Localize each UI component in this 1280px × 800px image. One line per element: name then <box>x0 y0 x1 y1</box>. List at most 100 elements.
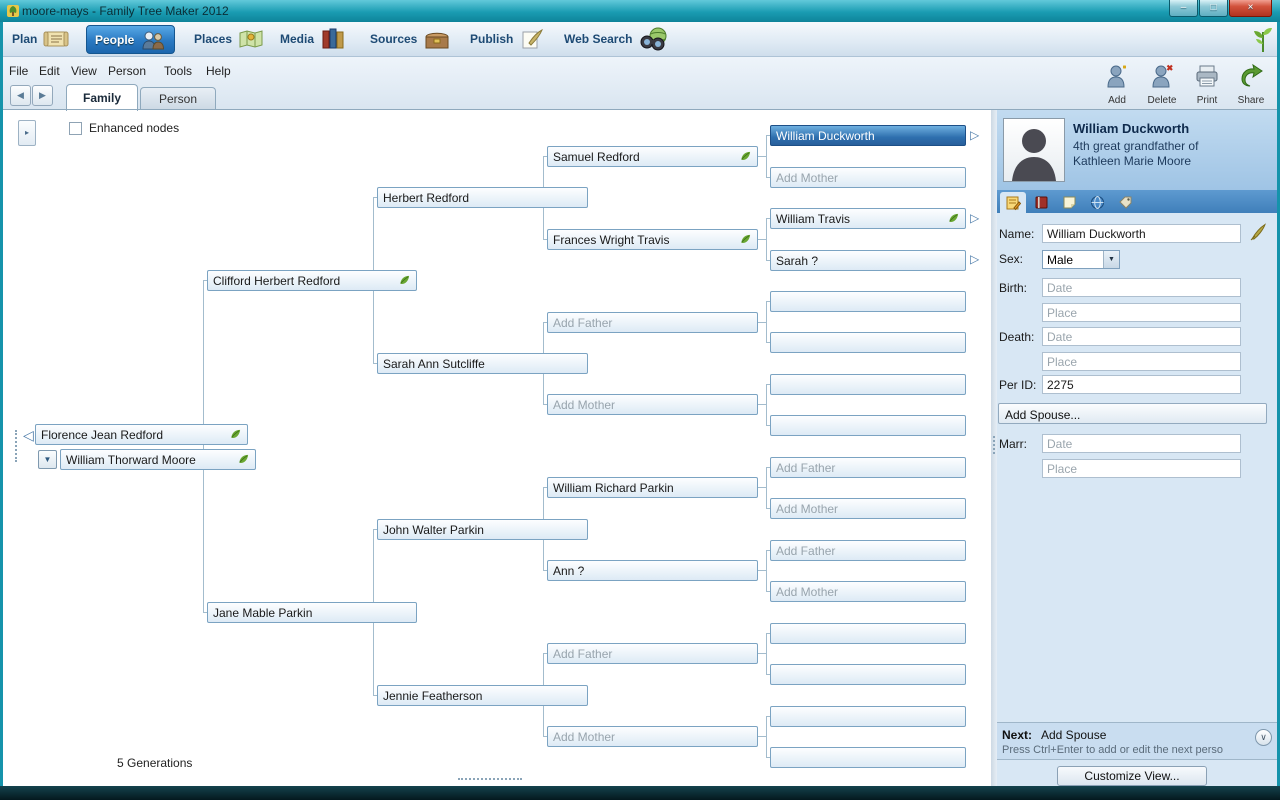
tree-node-add-placeholder[interactable]: Add Mother <box>770 498 966 519</box>
tab-plan[interactable]: Plan <box>8 22 73 56</box>
share-button[interactable]: Share <box>1228 63 1274 107</box>
tree-node[interactable]: John Walter Parkin <box>377 519 588 540</box>
marriage-date-input[interactable] <box>1042 434 1241 453</box>
portrait-placeholder[interactable] <box>1003 118 1065 182</box>
tree-node[interactable]: William Thorward Moore <box>60 449 256 470</box>
tree-node-empty[interactable] <box>770 623 966 644</box>
relationship-line-2: Kathleen Marie Moore <box>1073 154 1192 168</box>
spouse-selector-button[interactable]: ▼ <box>38 450 57 469</box>
expand-ancestors-icon[interactable]: ▷ <box>970 252 980 266</box>
tree-node-add-placeholder[interactable]: Add Mother <box>547 726 758 747</box>
nav-back-button[interactable]: ◀ <box>10 85 31 106</box>
tree-node-empty[interactable] <box>770 374 966 395</box>
web-links-tab[interactable] <box>1084 192 1110 213</box>
minimize-button[interactable]: – <box>1169 0 1198 17</box>
tree-node-add-placeholder[interactable]: Add Father <box>547 643 758 664</box>
death-date-input[interactable] <box>1042 327 1241 346</box>
menu-view[interactable]: View <box>71 64 97 78</box>
tree-node-empty[interactable] <box>770 332 966 353</box>
tab-web-search[interactable]: Web Search <box>560 22 672 56</box>
customize-view-button[interactable]: Customize View... <box>1057 766 1207 786</box>
tree-node[interactable]: Frances Wright Travis <box>547 229 758 250</box>
person-id-input[interactable] <box>1042 375 1241 394</box>
bottom-drag-handle[interactable] <box>458 778 522 780</box>
panel-splitter[interactable] <box>991 110 997 786</box>
tree-node-add-placeholder[interactable]: Add Father <box>547 312 758 333</box>
tab-publish[interactable]: Publish <box>466 22 549 56</box>
enhanced-nodes-checkbox[interactable] <box>69 122 82 135</box>
delete-person-icon <box>1152 64 1173 88</box>
people-icon <box>142 31 165 49</box>
tree-node-add-placeholder[interactable]: Add Mother <box>770 581 966 602</box>
media-books-icon <box>322 28 344 49</box>
death-place-input[interactable] <box>1042 352 1241 371</box>
menu-tools[interactable]: Tools <box>164 64 193 78</box>
sources-tab[interactable] <box>1028 192 1054 213</box>
left-drag-handle[interactable] <box>15 430 17 462</box>
quill-edit-icon[interactable] <box>1249 223 1267 241</box>
menu-file[interactable]: File <box>9 64 29 78</box>
tree-node[interactable]: Jennie Featherson <box>377 685 588 706</box>
sex-label: Sex: <box>999 252 1024 266</box>
tree-node-empty[interactable] <box>770 291 966 312</box>
person-id-label: Per ID: <box>999 378 1037 392</box>
marriage-place-input[interactable] <box>1042 459 1241 478</box>
tree-node-selected[interactable]: William Duckworth <box>770 125 966 146</box>
tree-node[interactable]: Jane Mable Parkin <box>207 602 417 623</box>
sex-select[interactable]: Male ▼ <box>1042 250 1120 269</box>
places-map-icon <box>239 30 263 48</box>
tab-people[interactable]: People <box>86 25 176 54</box>
tree-node[interactable]: Sarah ? <box>770 250 966 271</box>
menu-help[interactable]: Help <box>206 64 231 78</box>
tree-node-empty[interactable] <box>770 747 966 768</box>
tree-node[interactable]: Sarah Ann Sutcliffe <box>377 353 588 374</box>
window-border-left <box>0 0 3 800</box>
silhouette-icon <box>1012 129 1056 181</box>
close-button[interactable]: × <box>1229 0 1272 17</box>
web-search-binoculars-icon <box>640 27 667 51</box>
print-button[interactable]: Print <box>1184 63 1230 107</box>
tree-node-add-placeholder[interactable]: Add Father <box>770 540 966 561</box>
delete-person-button[interactable]: Delete <box>1139 63 1185 107</box>
tree-node[interactable]: Clifford Herbert Redford <box>207 270 417 291</box>
index-panel-toggle[interactable]: ▸ <box>18 120 36 146</box>
nav-forward-button[interactable]: ▶ <box>32 85 53 106</box>
birth-place-input[interactable] <box>1042 303 1241 322</box>
tree-node-add-placeholder[interactable]: Add Mother <box>770 167 966 188</box>
ribbon-bar: Plan People Places Media <box>0 22 1280 57</box>
notes-tab[interactable] <box>1056 192 1082 213</box>
tab-sources[interactable]: Sources <box>366 22 455 56</box>
tree-node[interactable]: Florence Jean Redford <box>35 424 248 445</box>
tree-node[interactable]: William Richard Parkin <box>547 477 758 498</box>
tab-places[interactable]: Places <box>190 22 268 56</box>
facts-tab[interactable] <box>1000 192 1026 213</box>
tree-node-empty[interactable] <box>770 415 966 436</box>
tree-node[interactable]: Herbert Redford <box>377 187 588 208</box>
maximize-button[interactable]: □ <box>1199 0 1228 17</box>
tree-node-add-placeholder[interactable]: Add Father <box>770 457 966 478</box>
tree-node[interactable]: Ann ? <box>547 560 758 581</box>
menu-edit[interactable]: Edit <box>39 64 60 78</box>
tree-node-empty[interactable] <box>770 664 966 685</box>
tree-node-empty[interactable] <box>770 706 966 727</box>
menu-person[interactable]: Person <box>108 64 147 78</box>
tree-node[interactable]: Samuel Redford <box>547 146 758 167</box>
tags-tab[interactable] <box>1112 192 1138 213</box>
tab-media[interactable]: Media <box>276 22 350 56</box>
death-label: Death: <box>999 330 1035 344</box>
name-input[interactable] <box>1042 224 1241 243</box>
splitter-grip[interactable] <box>993 436 995 454</box>
birth-date-input[interactable] <box>1042 278 1241 297</box>
view-tab-person[interactable]: Person <box>140 87 216 110</box>
tree-node[interactable]: William Travis <box>770 208 966 229</box>
name-label: Name: <box>999 227 1035 241</box>
collapse-descendants-icon[interactable]: ◁ <box>23 427 34 443</box>
expand-ancestors-icon[interactable]: ▷ <box>970 128 980 142</box>
add-spouse-button[interactable]: Add Spouse... <box>998 403 1267 424</box>
next-expand-button[interactable]: ∨ <box>1255 729 1272 746</box>
add-person-button[interactable]: Add <box>1094 63 1140 107</box>
header-band: File Edit View Person Tools Help ◀ ▶ Fam… <box>0 57 1280 111</box>
expand-ancestors-icon[interactable]: ▷ <box>970 211 980 225</box>
view-tab-family[interactable]: Family <box>66 84 138 111</box>
tree-node-add-placeholder[interactable]: Add Mother <box>547 394 758 415</box>
